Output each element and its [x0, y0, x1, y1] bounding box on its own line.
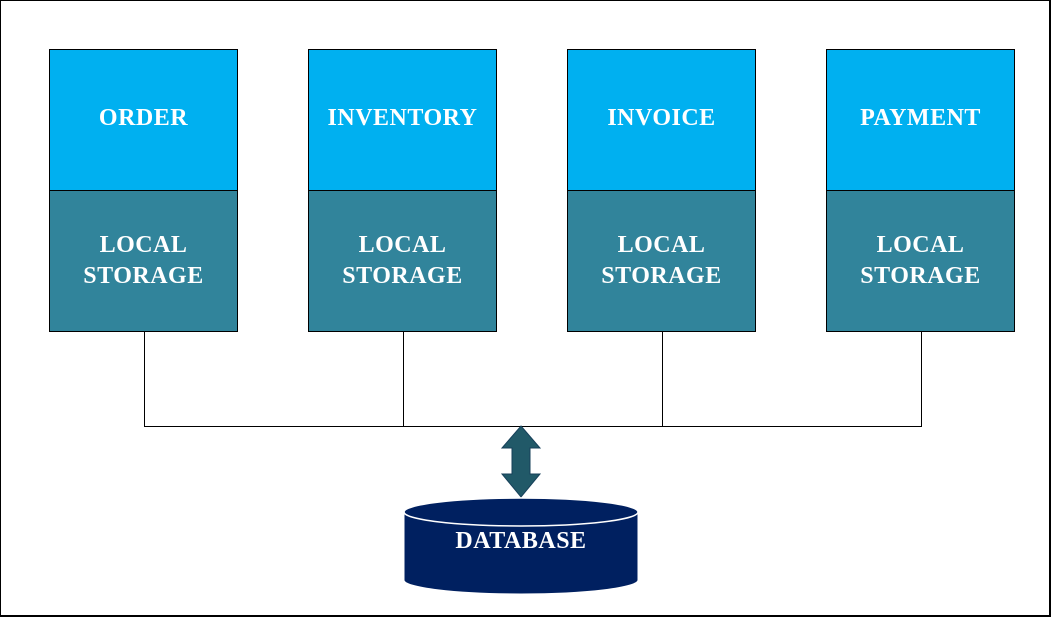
- service-box-inventory: INVENTORY: [308, 49, 497, 191]
- storage-label-line1: LOCAL: [358, 232, 447, 258]
- storage-label-line1: LOCAL: [876, 232, 965, 258]
- service-box-order: ORDER: [49, 49, 238, 191]
- storage-label-line2: STORAGE: [601, 263, 722, 289]
- service-order: ORDER LOCAL STORAGE: [49, 49, 238, 332]
- storage-label-line1: LOCAL: [617, 232, 706, 258]
- service-label-payment: PAYMENT: [860, 104, 981, 131]
- storage-label-line1: LOCAL: [99, 232, 188, 258]
- storage-label-line2: STORAGE: [860, 263, 981, 289]
- storage-label-line2: STORAGE: [83, 263, 204, 289]
- service-label-invoice: INVOICE: [607, 104, 716, 131]
- service-invoice: INVOICE LOCAL STORAGE: [567, 49, 756, 332]
- database-cylinder: [403, 497, 639, 595]
- service-box-payment: PAYMENT: [826, 49, 1015, 191]
- local-storage-order: LOCAL STORAGE: [49, 190, 238, 332]
- local-storage-payment: LOCAL STORAGE: [826, 190, 1015, 332]
- local-storage-inventory: LOCAL STORAGE: [308, 190, 497, 332]
- database-label: DATABASE: [455, 528, 587, 554]
- storage-label-line2: STORAGE: [342, 263, 463, 289]
- service-box-invoice: INVOICE: [567, 49, 756, 191]
- local-storage-invoice: LOCAL STORAGE: [567, 190, 756, 332]
- service-label-order: ORDER: [98, 104, 189, 131]
- service-payment: PAYMENT LOCAL STORAGE: [826, 49, 1015, 332]
- service-label-inventory: INVENTORY: [327, 104, 478, 131]
- bidirectional-arrow-icon: [500, 425, 542, 498]
- service-inventory: INVENTORY LOCAL STORAGE: [308, 49, 497, 332]
